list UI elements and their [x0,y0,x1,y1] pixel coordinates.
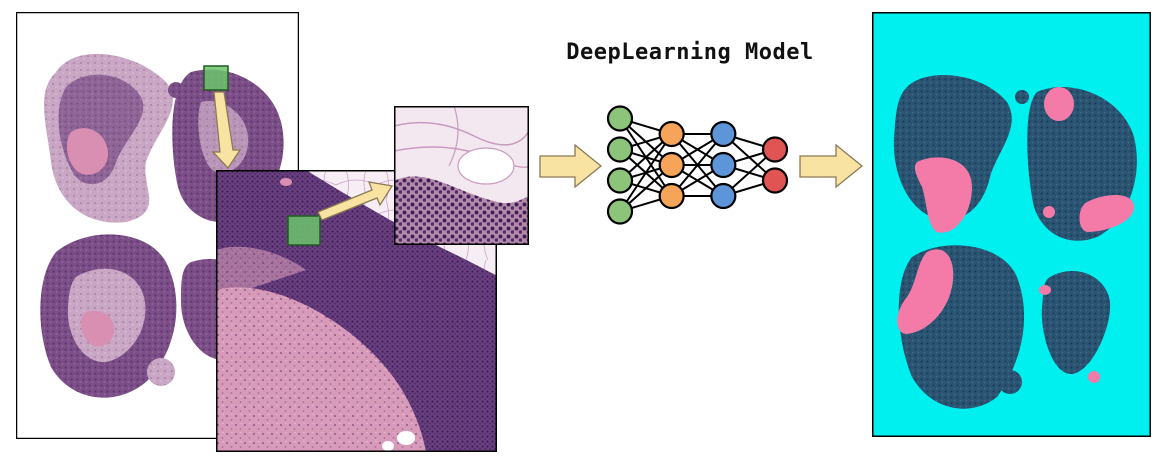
nn-node [658,151,685,179]
nn-node [606,167,634,194]
to-output-arrow [799,143,864,189]
nn-node [710,182,737,210]
to-model-arrow [539,143,603,189]
nn-edge [619,133,673,213]
nn-node [658,182,685,210]
nn-node [761,167,789,194]
nn-node [606,198,634,225]
nn-node [606,105,634,132]
segmentation-output-image [872,12,1151,437]
nn-edge [670,133,725,197]
nn-node [761,136,789,163]
roi-box-slide [203,65,229,91]
nn-node [710,120,737,148]
nn-node [606,136,634,163]
nn-node [710,151,737,179]
patch-arrow [317,181,394,221]
neural-network-diagram [606,105,789,225]
patch-image [394,106,529,245]
zoom-arrow-down [211,91,242,170]
roi-box-zoom [287,215,321,246]
nn-node [658,120,685,148]
model-title: DeepLearning Model [566,40,814,65]
